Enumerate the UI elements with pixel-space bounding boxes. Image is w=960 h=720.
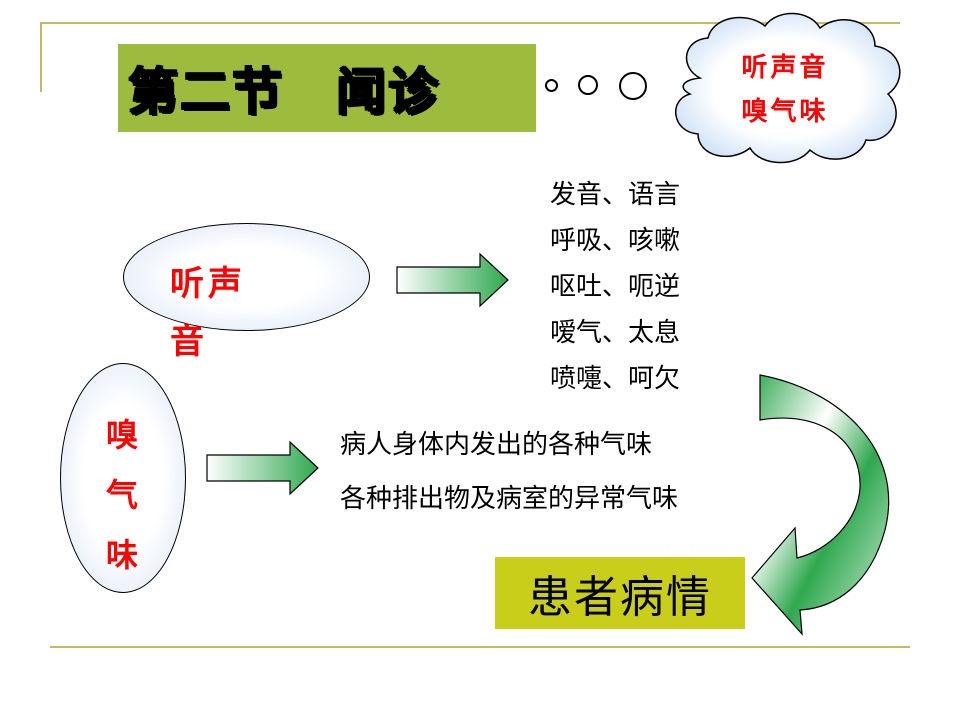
slide-title: 第二节 闻诊 (128, 63, 440, 121)
smell-label-char: 味 (105, 536, 138, 574)
listen-item-list: 发音、语言 呼吸、咳嗽 呕吐、呃逆 嗳气、太息 喷嚏、呵欠 (550, 172, 680, 402)
frame-bottom-line (50, 646, 910, 648)
list-item: 发音、语言 (550, 180, 681, 210)
cloud-line-1: 听声音 (741, 53, 829, 83)
listen-ellipse (123, 223, 370, 331)
frame-left-line (40, 22, 42, 92)
list-item: 各种排出物及病室的异常气味 (340, 484, 679, 514)
list-item: 呼吸、咳嗽 (550, 226, 681, 256)
cloud-line-2: 嗅气味 (741, 97, 829, 127)
smell-item-list: 病人身体内发出的各种气味 各种排出物及病室的异常气味 (340, 418, 678, 526)
list-item: 嗳气、太息 (550, 318, 681, 348)
smell-label-char: 嗅 (105, 416, 138, 454)
list-item: 喷嚏、呵欠 (550, 364, 681, 394)
listen-arrow-icon (396, 252, 509, 308)
list-item: 呕吐、呃逆 (550, 272, 681, 302)
smell-label: 嗅 气 味 (60, 405, 184, 585)
smell-label-char: 气 (105, 476, 138, 514)
cloud-shape (675, 12, 901, 164)
conclusion-box: 患者病情 (495, 557, 745, 629)
conclusion-text: 患者病情 (528, 572, 712, 623)
smell-arrow-icon (206, 440, 319, 496)
listen-label: 听声音 (170, 264, 246, 362)
thought-bubble-small (545, 79, 558, 92)
title-banner: 第二节 闻诊 (118, 44, 536, 132)
thought-bubble-medium (578, 75, 598, 95)
thought-bubble-large (619, 72, 647, 100)
cloud-label: 听声音 嗅气味 (700, 46, 870, 134)
smell-ellipse (60, 363, 186, 593)
frame-top-line (40, 22, 900, 24)
list-item: 病人身体内发出的各种气味 (340, 430, 653, 460)
curved-arrow-icon (751, 374, 890, 636)
